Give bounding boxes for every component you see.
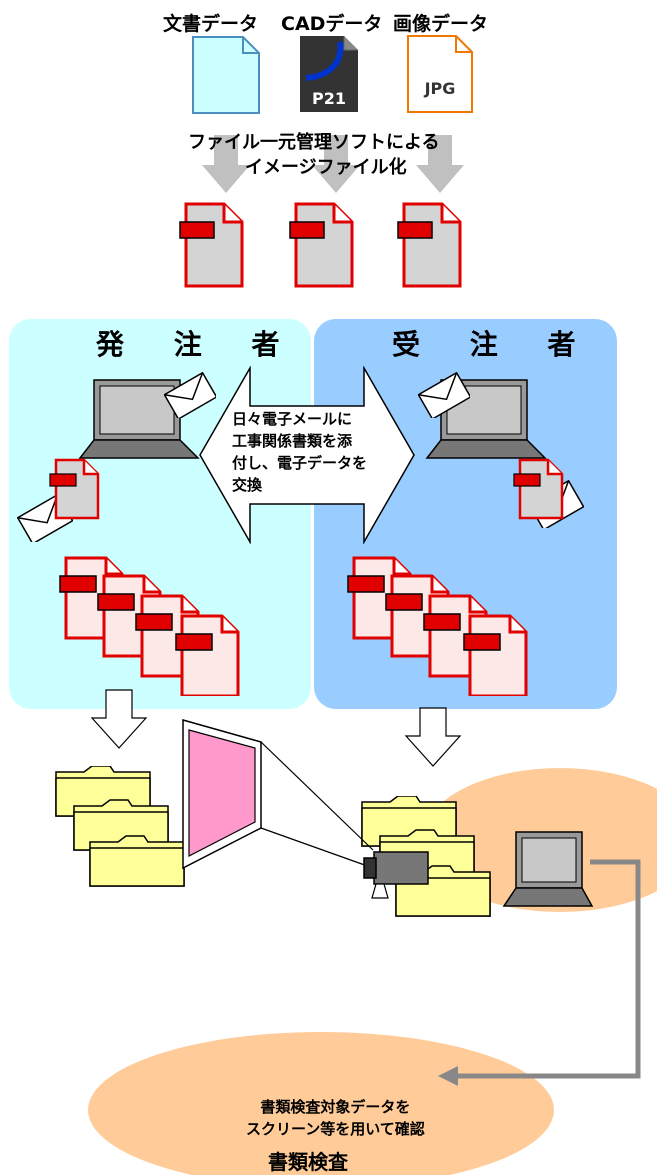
exchange-line3: 付し、電子データを	[232, 454, 368, 472]
orderer-folder-stack	[55, 766, 185, 887]
contractor-title: 受 注 者	[392, 328, 596, 361]
projector-icon	[363, 851, 429, 899]
inspection-line2: スクリーン等を用いて確認	[246, 1120, 425, 1138]
envelope-icon-orderer-top	[164, 372, 216, 418]
projection-screen	[182, 719, 374, 870]
orderer-down-arrow	[90, 689, 148, 749]
orderer-document-stack	[58, 556, 240, 696]
image-file-row	[178, 202, 462, 288]
orderer-attached-doc	[49, 458, 100, 520]
contractor-attached-doc	[513, 458, 564, 520]
cad-data-label: CADデータ	[281, 13, 383, 35]
conversion-label-line1: ファイル一元管理ソフトによる	[188, 132, 440, 153]
document-data-label: 文書データ	[163, 13, 259, 35]
laptop-to-projector-connector	[438, 859, 641, 1086]
orderer-laptop-icon	[78, 379, 200, 459]
conversion-label-line2: イメージファイル化	[245, 157, 407, 178]
envelope-icon-contractor-top	[418, 372, 470, 418]
inspection-title: 書類検査	[268, 1150, 348, 1174]
exchange-line4: 交換	[232, 476, 263, 494]
exchange-double-arrow	[199, 366, 415, 544]
inspection-ellipse	[88, 1032, 554, 1175]
cad-badge-text: P21	[312, 89, 346, 108]
contractor-inspection-laptop-icon	[502, 831, 594, 907]
image-data-label: 画像データ	[393, 13, 489, 35]
image-badge-text: JPG	[424, 79, 456, 98]
inspection-line1: 書類検査対象データを	[260, 1098, 411, 1116]
orderer-title: 発 注 者	[96, 328, 300, 361]
image-file-icon: JPG	[407, 35, 473, 113]
contractor-down-arrow	[404, 707, 462, 767]
document-file-icon	[192, 36, 260, 114]
exchange-line2: 工事関係書類を添	[232, 432, 353, 450]
conversion-arrows	[202, 135, 464, 193]
contractor-document-stack	[346, 556, 528, 696]
cad-file-icon: P21	[300, 36, 358, 112]
exchange-text: 日々電子メールに 工事関係書類を添 付し、電子データを 交換	[232, 408, 367, 496]
inspection-text: 書類検査対象データを スクリーン等を用いて確認	[246, 1096, 425, 1140]
exchange-line1: 日々電子メールに	[232, 410, 353, 428]
